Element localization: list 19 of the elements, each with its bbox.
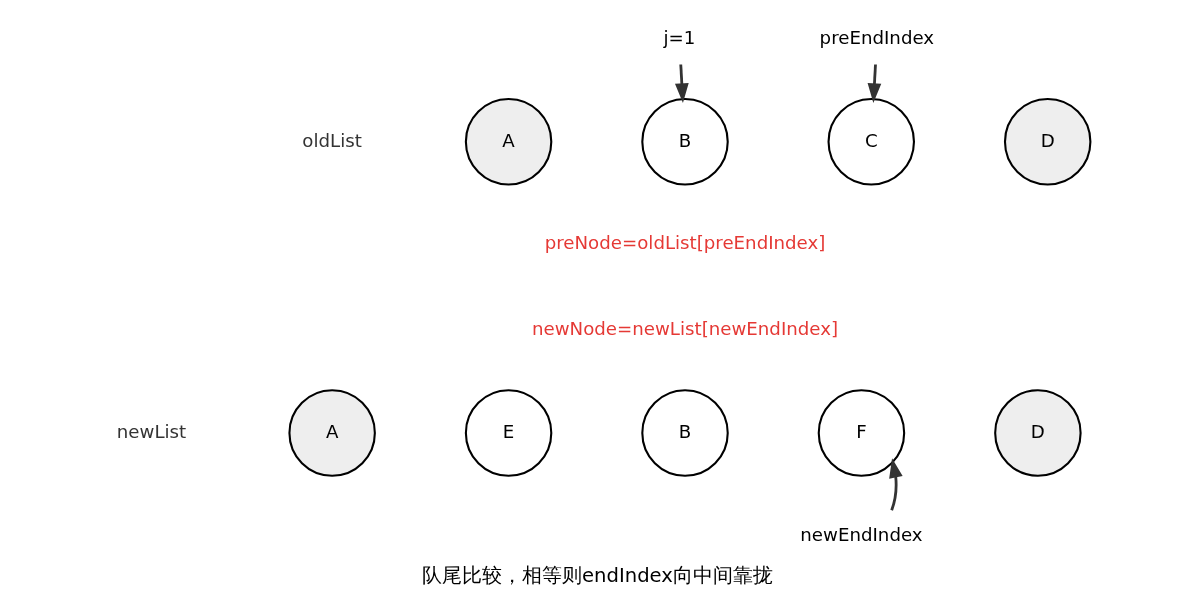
- node-circle: A: [288, 389, 376, 477]
- arrow: [867, 64, 882, 103]
- arrow: [674, 64, 689, 103]
- label: oldList: [302, 129, 362, 151]
- label: preNode=oldList[preEndIndex]: [544, 232, 826, 254]
- node-circle: D: [1003, 98, 1092, 186]
- node-circle: D: [994, 389, 1082, 477]
- label: newList: [116, 420, 187, 442]
- caption: 队尾比较，相等则endIndex向中间靠拢: [422, 564, 773, 588]
- node-circle: B: [641, 389, 729, 477]
- node-text: j=1: [663, 26, 696, 48]
- node-circle: B: [641, 98, 729, 186]
- arrow: [889, 458, 903, 511]
- node-text: preEndIndex: [819, 26, 935, 48]
- label: newNode=newList[newEndIndex]: [531, 317, 839, 339]
- node-circle: C: [827, 98, 915, 186]
- node-circle: A: [464, 98, 553, 186]
- node-text: newEndIndex: [800, 523, 923, 545]
- node-circle: E: [464, 389, 553, 477]
